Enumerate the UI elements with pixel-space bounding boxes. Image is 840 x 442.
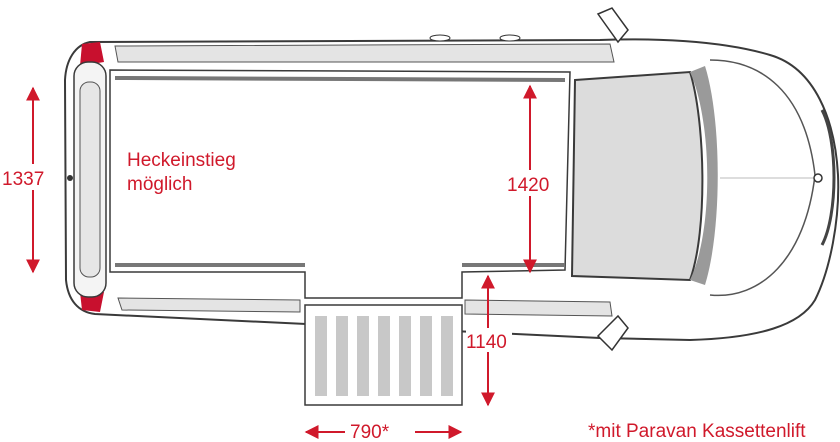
lift-stripe — [441, 316, 453, 396]
lift-stripes — [315, 316, 453, 396]
dim-interior-label: 1420 — [507, 175, 549, 196]
van-body — [63, 7, 840, 352]
right-front-glass — [464, 299, 613, 317]
right-side-glass — [117, 297, 301, 313]
rear-entry-line1: Heckeinstieg — [127, 150, 236, 171]
left-door-handle — [429, 34, 451, 42]
dimension-interior-width: 1420 — [505, 84, 551, 274]
lift-stripe — [399, 316, 411, 396]
dimension-door-height: 1140 — [466, 274, 512, 407]
rear-window — [79, 81, 101, 278]
grille — [820, 109, 836, 246]
lift-stripe — [420, 316, 432, 396]
windshield — [570, 70, 704, 282]
dimension-rear-width: 1337 — [2, 86, 44, 274]
interior-rail-top — [114, 76, 566, 82]
dim-door-mask — [466, 328, 512, 352]
lift-stripe — [357, 316, 369, 396]
lift-stripe — [336, 316, 348, 396]
rear-left-taillight — [80, 42, 104, 66]
a-pillar — [690, 66, 718, 285]
right-mirror — [596, 314, 629, 352]
dim-ramp-label: 790* — [350, 422, 390, 442]
lift-stripe — [378, 316, 390, 396]
front-badge-icon — [813, 173, 823, 183]
left-side-glass — [114, 43, 615, 63]
dim-rear-label: 1337 — [2, 169, 44, 190]
lift-stripe — [315, 316, 327, 396]
dim-door-label: 1140 — [466, 332, 507, 353]
left-mirror — [596, 7, 629, 44]
rear-entry-note: Heckeinstieg möglich — [127, 150, 236, 195]
wheelchair-lift — [304, 304, 463, 406]
rear-handle — [67, 175, 73, 181]
interior-floor — [109, 69, 571, 299]
left-door-handle-2 — [499, 34, 521, 42]
footnote: *mit Paravan Kassettenlift — [588, 421, 806, 442]
rear-entry-line2: möglich — [127, 174, 192, 195]
dim-interior-mask — [505, 170, 551, 196]
dimension-ramp-width: 790* — [304, 422, 463, 442]
dim-rear-mask — [2, 164, 42, 190]
